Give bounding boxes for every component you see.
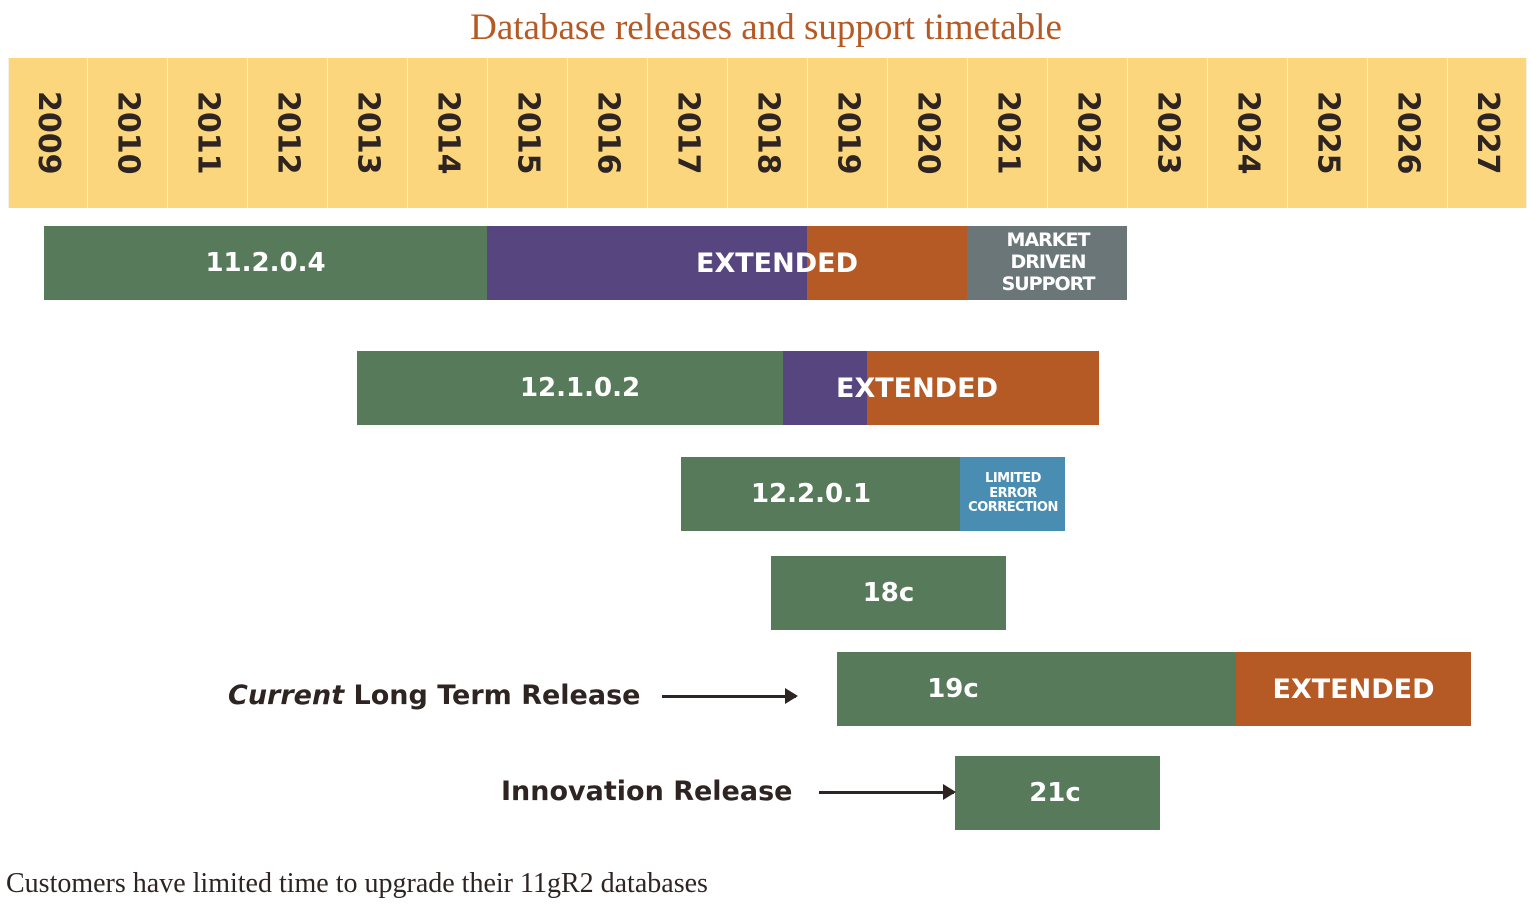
market-driven-label: MARKET DRIVEN SUPPORT	[1001, 229, 1096, 295]
extended-label: EXTENDED	[696, 247, 858, 279]
market-driven-segment	[967, 226, 1127, 300]
page-title: Database releases and support timetable	[470, 7, 1062, 48]
year-label: 2026	[1390, 91, 1426, 175]
release-bar-12-2-0-1: 12.2.0.1 LIMITED ERROR CORRECTION	[681, 457, 1065, 531]
year-cell: 2020	[888, 58, 968, 208]
limited-error-segment	[960, 457, 1065, 531]
year-label: 2009	[31, 91, 66, 175]
release-label: 21c	[1029, 778, 1081, 808]
premier-segment	[681, 457, 960, 531]
year-label: 2017	[670, 91, 706, 175]
callout-text: Long Term Release	[344, 680, 641, 711]
year-label: 2019	[830, 91, 866, 175]
release-bar-18c: 18c	[771, 556, 1006, 630]
year-label: 2014	[430, 91, 466, 175]
year-label: 2015	[510, 91, 546, 175]
limited-error-label: LIMITED ERROR CORRECTION	[968, 470, 1058, 516]
release-label: 19c	[927, 674, 979, 704]
premier-segment	[955, 756, 1160, 830]
release-label: 12.1.0.2	[519, 373, 641, 403]
extended-label: EXTENDED	[836, 372, 998, 404]
extended-label: EXTENDED	[1272, 673, 1435, 705]
year-label: 2027	[1470, 91, 1505, 175]
premier-segment	[44, 226, 487, 300]
release-bar-12-1-0-2: 12.1.0.2 EXTENDED	[357, 351, 1099, 425]
year-cell: 2011	[168, 58, 248, 208]
year-cell: 2010	[88, 58, 168, 208]
arrow-icon	[662, 688, 798, 704]
extended-segment	[867, 351, 1099, 425]
caption: Customers have limited time to upgrade t…	[6, 868, 708, 899]
arrow-icon	[819, 784, 956, 800]
release-label: 12.2.0.1	[750, 479, 872, 509]
year-cell: 2022	[1048, 58, 1128, 208]
year-cell: 2024	[1208, 58, 1288, 208]
year-label: 2021	[990, 91, 1026, 175]
release-label: 18c	[862, 578, 915, 608]
year-label: 2012	[270, 91, 306, 175]
year-cell: 2025	[1288, 58, 1368, 208]
year-cell: 2014	[408, 58, 488, 208]
year-cell: 2018	[728, 58, 808, 208]
year-cell: 2026	[1368, 58, 1448, 208]
long-term-release-callout: Current Long Term Release	[228, 680, 640, 711]
year-cell: 2015	[488, 58, 568, 208]
release-bar-11-2-0-4: 11.2.0.4 EXTENDED MARKET DRIVEN SUPPORT	[44, 226, 1127, 300]
year-label: 2010	[110, 91, 146, 175]
year-label: 2013	[350, 91, 386, 175]
year-cell: 2013	[328, 58, 408, 208]
extended-segment	[807, 226, 967, 300]
year-label: 2023	[1150, 91, 1186, 175]
year-label: 2024	[1230, 91, 1266, 175]
innovation-release-callout: Innovation Release	[501, 776, 793, 807]
year-band: 2009 2010 2011 2012 2013 2014 2015 2016 2017 2018…	[8, 58, 1527, 208]
year-label: 2020	[910, 91, 946, 175]
year-label: 2022	[1070, 91, 1106, 175]
year-cell: 2016	[568, 58, 648, 208]
extended-segment	[1236, 652, 1471, 726]
callout-emphasis: Current	[228, 680, 345, 711]
release-bar-21c: 21c	[955, 756, 1160, 830]
release-bar-19c: 19c EXTENDED	[837, 652, 1471, 726]
year-label: 2011	[190, 91, 226, 175]
year-label: 2016	[590, 91, 626, 175]
release-label: 11.2.0.4	[205, 248, 326, 278]
extended-waived-segment	[487, 226, 807, 300]
premier-segment	[771, 556, 1006, 630]
year-cell: 2012	[248, 58, 328, 208]
premier-segment	[357, 351, 783, 425]
year-cell: 2019	[808, 58, 888, 208]
year-label: 2025	[1310, 91, 1346, 175]
year-cell: 2021	[968, 58, 1048, 208]
extended-waived-segment	[783, 351, 867, 425]
year-cell: 2023	[1128, 58, 1208, 208]
year-cell: 2017	[648, 58, 728, 208]
year-cell: 2027	[1448, 58, 1527, 208]
premier-segment	[837, 652, 1236, 726]
year-cell: 2009	[8, 58, 88, 208]
year-label: 2018	[750, 91, 786, 175]
